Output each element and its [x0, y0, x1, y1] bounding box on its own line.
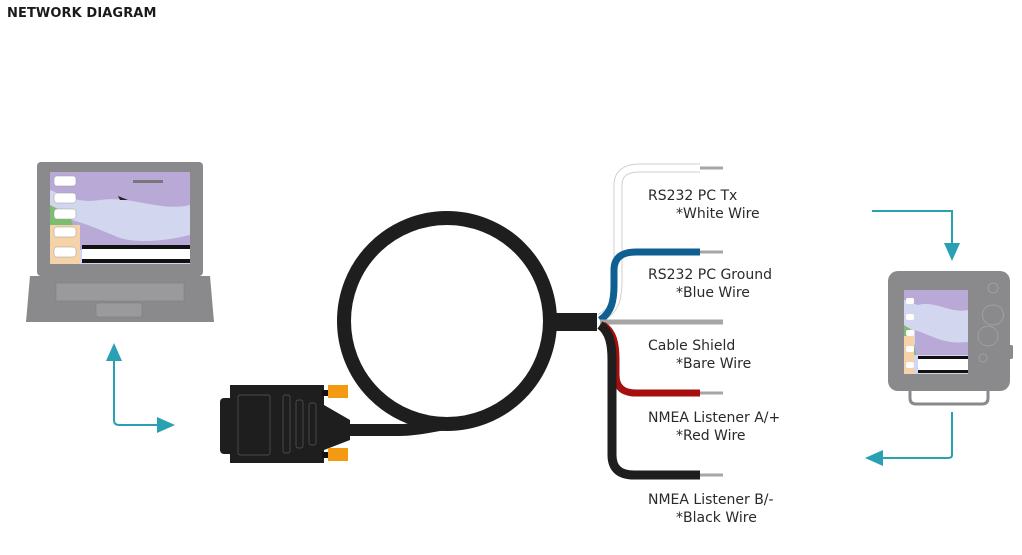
arrow-up-icon — [106, 343, 122, 361]
wire-name: NMEA Listener B/- — [648, 492, 774, 508]
wire-color-note: *Black Wire — [676, 510, 757, 526]
wire-color-note: *Bare Wire — [676, 356, 752, 372]
laptop-arrow-icon — [113, 358, 160, 426]
wire-label-white: RS232 PC Tx *White Wire — [648, 187, 760, 223]
wire-bundle — [597, 163, 723, 480]
wire-color-note: *Red Wire — [676, 428, 746, 444]
wire-name: RS232 PC Tx — [648, 188, 738, 204]
wire-label-black: NMEA Listener B/- *Black Wire — [648, 491, 774, 527]
blue-wire — [597, 248, 700, 323]
wire-label-blue: RS232 PC Ground *Blue Wire — [648, 266, 772, 302]
arrow-down-icon — [944, 243, 960, 261]
cable-coil-icon — [337, 211, 597, 436]
wire-name: NMEA Listener A/+ — [648, 410, 781, 426]
wire-label-bare: Cable Shield *Bare Wire — [648, 337, 751, 373]
wire-color-note: *White Wire — [676, 206, 760, 222]
wire-label-red: NMEA Listener A/+ *Red Wire — [648, 409, 780, 445]
black-wire — [597, 321, 700, 480]
page-title: NETWORK DIAGRAM — [7, 6, 157, 21]
chartplotter-icon — [888, 271, 1013, 406]
arrow-right-icon — [157, 417, 175, 433]
serial-connector-icon — [220, 385, 350, 463]
wire-color-note: *Blue Wire — [676, 285, 750, 301]
arrow-left-icon — [865, 450, 883, 466]
wire-name: RS232 PC Ground — [648, 267, 772, 283]
display-arrow-icon — [872, 210, 953, 459]
wire-name: Cable Shield — [648, 338, 736, 354]
laptop-icon — [26, 162, 214, 322]
